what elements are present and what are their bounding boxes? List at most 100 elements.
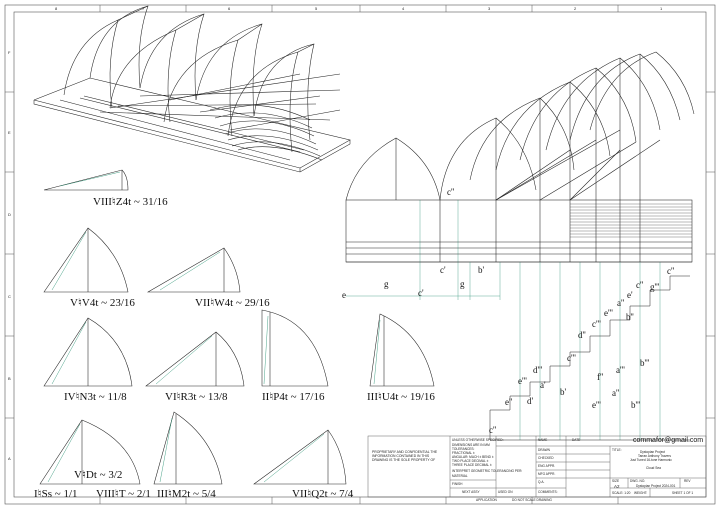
arch-label-i-ss: I♮Ss ~ 1/1 [34, 488, 78, 500]
arch-ii-p4t [261, 309, 329, 387]
zone-letter: E [8, 130, 11, 135]
note-label: a'' [617, 298, 625, 308]
arch-iii-u4t [369, 313, 435, 387]
note-label: c'' [447, 187, 455, 197]
base-hatch [570, 203, 692, 238]
note-label: e''' [592, 400, 601, 410]
arch-label-vii-q2t: VII♮Q2t ~ 7/4 [292, 488, 354, 500]
note-label: f'' [597, 372, 604, 382]
note-label: b''' [640, 358, 650, 368]
do-not-scale: DO NOT SCALE DRAWING [512, 498, 552, 502]
note-label: a'' [612, 388, 620, 398]
title-line-2: Tarran Anthony Travers [638, 454, 671, 458]
note-label: b' [560, 387, 567, 397]
zone-number: 1 [660, 6, 663, 11]
arch-label-v-v4t: V♮V4t ~ 23/16 [70, 297, 135, 309]
note-label: g [384, 279, 389, 289]
title-line-1: Dystopian Project [640, 450, 665, 454]
zone-number: 4 [402, 6, 405, 11]
three-place-tol: THREE PLACE DECIMAL ± [452, 463, 492, 467]
arch-label-ii-p4t: II♮P4t ~ 17/16 [262, 391, 325, 403]
zone-letter: D [8, 212, 11, 217]
unless-specified: UNLESS OTHERWISE SPECIFIED: [452, 438, 504, 442]
zone-letter: A [8, 456, 11, 461]
note-label: e' [627, 290, 633, 300]
note-label: g [460, 279, 465, 289]
two-place-tol: TWO PLACE DECIMAL ± [452, 459, 489, 463]
zone-number: 2 [574, 6, 577, 11]
construction-lines [346, 200, 692, 440]
title-header: TITLE: [612, 448, 622, 452]
note-label: e'' [505, 397, 513, 407]
arch-label-iii-u4t: III♮U4t ~ 19/16 [367, 391, 435, 403]
arch-label-viii-z4t: VIII♮Z4t ~ 31/16 [93, 196, 168, 208]
note-label: d'' [578, 330, 586, 340]
rev-header: REV [684, 479, 691, 483]
step-profile [489, 275, 690, 441]
arch-label-iii-m2t: III♮M2t ~ 5/4 [157, 488, 216, 500]
arch-label-iv-n3t: IV♮N3t ~ 11/8 [64, 391, 127, 403]
note-label: c'' [667, 266, 675, 276]
arch-vii-q2t [253, 429, 347, 485]
title-line-3: Just Tuned 16-tone Harmonic [630, 458, 672, 462]
fractional-tol: FRACTIONAL ± [452, 451, 475, 455]
note-label: d' [527, 396, 534, 406]
dwg-no-header: DWG. NO. [630, 479, 646, 483]
dwg-no-value: Dystopian Project 2024-001 [636, 484, 676, 488]
next-assy-label: NEXT ASSY [462, 490, 480, 494]
zone-number: 3 [488, 6, 491, 11]
elevation-arches [345, 51, 695, 263]
arch-label-viii-t: VIII♮T ~ 2/1 [96, 488, 151, 500]
zone-number: 8 [55, 6, 58, 11]
zone-letter: B [8, 376, 11, 381]
scale-label: SCALE: 1:20 [612, 491, 631, 495]
note-label: g''' [650, 282, 660, 292]
email-address: commafor@gmail.com [633, 437, 704, 444]
note-label: d''' [533, 365, 543, 375]
note-label: a' [540, 380, 546, 390]
tolerances-label: TOLERANCES: [452, 447, 475, 451]
sheet-label: SHEET 1 OF 1 [672, 491, 694, 495]
proprietary-note: PROPRIETARY AND CONFIDENTIAL THE INFORMA… [372, 450, 438, 462]
note-label: e''' [518, 376, 527, 386]
material-label: MATERIAL [452, 474, 468, 478]
arch-label-vii-w4t: VII♮W4t ~ 29/16 [195, 297, 270, 309]
mfg-appr-label: MFG APPR. [538, 472, 556, 476]
zone-letter: F [8, 50, 11, 55]
name-header: NAME [538, 438, 548, 442]
note-label: c'' [489, 425, 497, 435]
note-label: e [342, 290, 346, 300]
zone-letter: C [8, 294, 11, 299]
finish-label: FINISH [452, 482, 463, 486]
zone-number: 7 [142, 6, 145, 11]
arch-label-v-dt: V♮Dt ~ 3/2 [74, 469, 123, 481]
note-label: c'' [636, 280, 644, 290]
arch-vii-w4t [146, 247, 241, 293]
note-label: c' [440, 265, 446, 275]
arch-label-vi-r3t: VI♮R3t ~ 13/8 [165, 391, 228, 403]
zone-ticks [5, 5, 715, 504]
arch-iv-n3t [43, 317, 133, 387]
application-label: APPLICATION [476, 498, 497, 502]
date-header: DATE [572, 438, 581, 442]
note-label: c' [418, 288, 424, 298]
note-label: c''' [592, 319, 601, 329]
title-line-4: Cloud Sea [646, 466, 661, 470]
arch-v-v4t [43, 227, 129, 293]
used-on-label: USED ON [498, 490, 513, 494]
arch-i-ss [39, 419, 141, 485]
size-header: SIZE [612, 479, 620, 483]
note-label: e''' [604, 308, 613, 318]
interpret-note: INTERPRET GEOMETRIC TOLERANCING PER: [452, 469, 523, 473]
note-label: c''' [567, 353, 576, 363]
eng-appr-label: ENG APPR. [538, 464, 556, 468]
zone-number: 5 [315, 6, 318, 11]
comments-label: COMMENTS: [538, 490, 558, 494]
arch-vi-r3t [145, 331, 245, 387]
iso-structure-top [33, 5, 351, 173]
note-label: b''' [631, 400, 641, 410]
note-label: a''' [616, 365, 625, 375]
weight-label: WEIGHT: [634, 491, 648, 495]
note-label: b'' [626, 312, 634, 322]
